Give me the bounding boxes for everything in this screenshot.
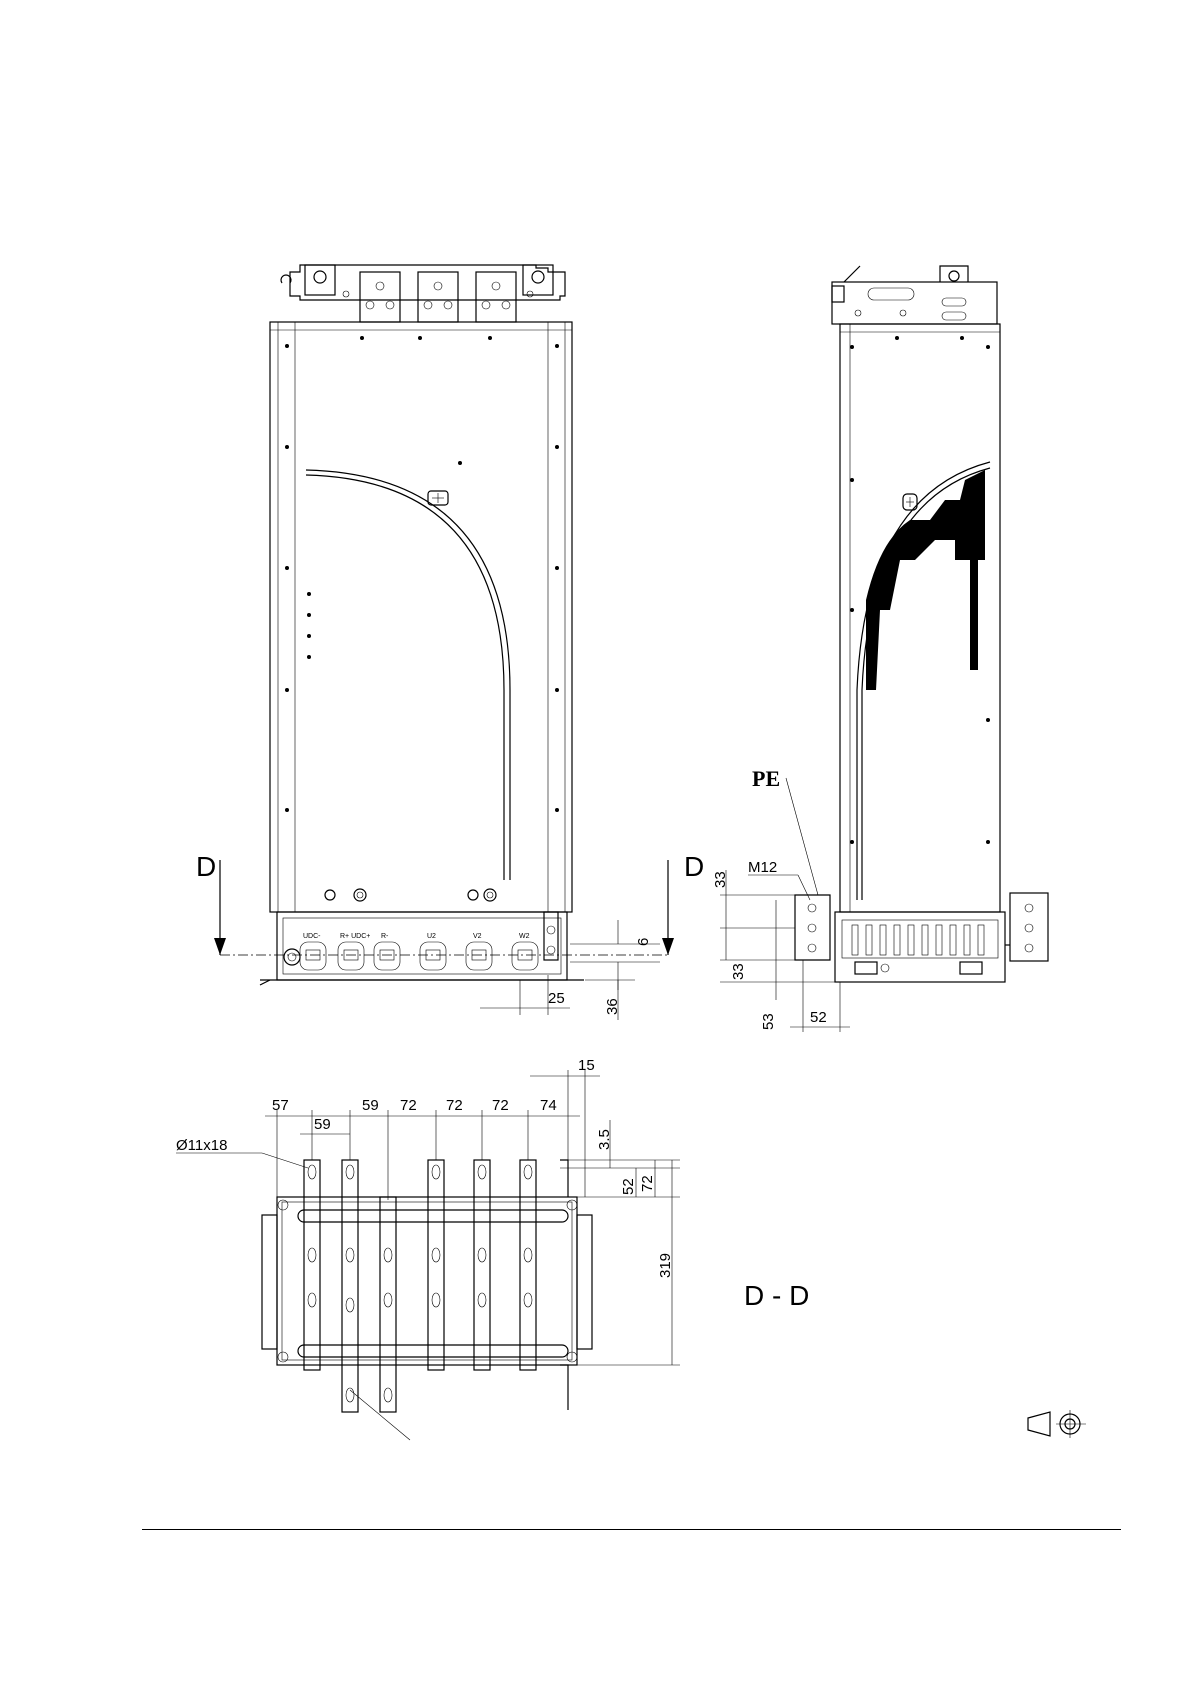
- dim-15: 15: [578, 1057, 595, 1074]
- terminal-r-minus-label: R-: [381, 933, 389, 940]
- dim-33-upper: 33: [712, 871, 729, 888]
- section-view: Ø11x18 57 59 59 72 72 72 74 15 3.5: [176, 1057, 809, 1440]
- hole-size-label: Ø11x18: [176, 1137, 227, 1154]
- terminal-r-plus-udc-plus-label: R+ UDC+: [340, 933, 370, 940]
- dim-57: 57: [272, 1097, 289, 1114]
- side-view: PE M12 33 33 53 52: [712, 266, 1048, 1032]
- section-mark-right: D: [684, 851, 704, 882]
- terminal-u2-label: U2: [427, 933, 436, 940]
- third-angle-projection-icon: [1028, 1410, 1086, 1438]
- page-footer-rule: [142, 1529, 1121, 1530]
- dim-72-right: 72: [639, 1175, 656, 1192]
- terminal-v2-label: V2: [473, 933, 482, 940]
- pe-label: PE: [752, 766, 780, 791]
- front-view: UDC- R+ UDC+ R- U2 V2 W2 D D 6 25 36: [196, 265, 704, 1020]
- dim-53: 53: [760, 1013, 777, 1030]
- dim-52-section: 52: [620, 1178, 637, 1195]
- dim-6: 6: [635, 938, 652, 946]
- terminal-udc-minus-label: UDC-: [303, 933, 321, 940]
- section-mark-left: D: [196, 851, 216, 882]
- dim-319: 319: [657, 1253, 674, 1278]
- dim-25: 25: [548, 990, 565, 1007]
- terminal-w2-label: W2: [519, 933, 530, 940]
- m12-label: M12: [748, 859, 777, 876]
- dim-52-side: 52: [810, 1009, 827, 1026]
- dim-59-upper: 59: [362, 1097, 379, 1114]
- dim-59-lower: 59: [314, 1116, 331, 1133]
- dim-3-5: 3.5: [596, 1129, 613, 1150]
- section-title: D - D: [744, 1280, 809, 1311]
- dim-74: 74: [540, 1097, 557, 1114]
- dim-36: 36: [604, 998, 621, 1015]
- dim-72-a: 72: [400, 1097, 417, 1114]
- dim-72-c: 72: [492, 1097, 509, 1114]
- dim-33-lower: 33: [730, 963, 747, 980]
- dim-72-b: 72: [446, 1097, 463, 1114]
